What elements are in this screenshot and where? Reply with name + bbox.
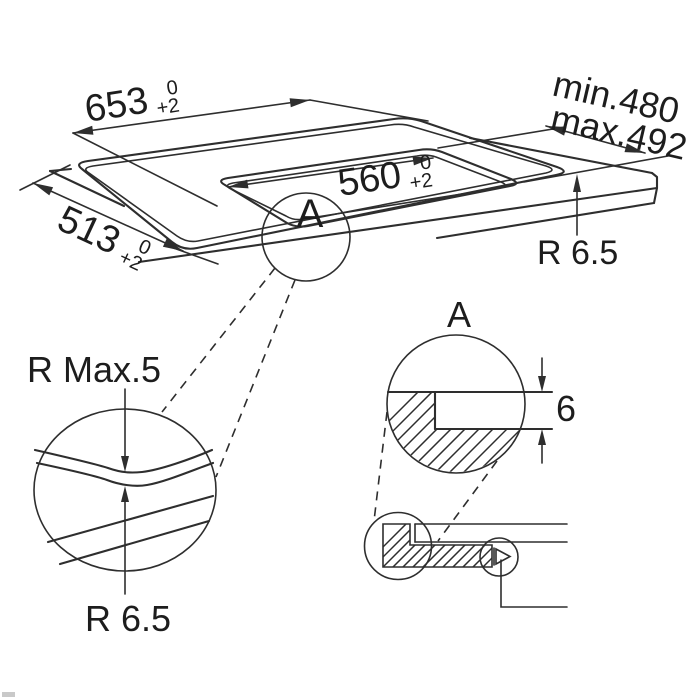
corner-radius-callout: R 6.5 bbox=[537, 174, 618, 272]
arrowhead-right bbox=[289, 98, 310, 108]
main-perspective-view: 653 0 +2 513 0 +2 560 0 bbox=[19, 63, 691, 478]
ext-line-back bbox=[437, 126, 566, 149]
leader-dash-left bbox=[161, 267, 276, 413]
glass-thickness-label: 6 bbox=[556, 388, 576, 429]
section-leader-dash-left bbox=[373, 411, 388, 522]
dim-6-arrow-up bbox=[538, 429, 546, 445]
ext-line-right bbox=[309, 99, 429, 122]
dimension-hob-width: 653 0 +2 bbox=[72, 77, 429, 207]
corner-radius-label: R 6.5 bbox=[537, 234, 618, 272]
section-a-letter: A bbox=[447, 294, 471, 335]
r-65-label: R 6.5 bbox=[85, 598, 171, 639]
dim-6-arrow-down bbox=[538, 376, 546, 392]
cutout-width-value: 560 bbox=[335, 154, 404, 205]
section-leader-dash-right bbox=[437, 460, 498, 542]
hob-width-value: 653 bbox=[82, 79, 151, 130]
arrowhead-left bbox=[546, 126, 567, 136]
r-max5-label: R Max.5 bbox=[27, 349, 161, 390]
worktop-bottom-edge bbox=[435, 201, 656, 240]
dimension-cutout-width: 560 0 +2 bbox=[227, 151, 434, 205]
reference-line bbox=[500, 559, 568, 608]
label-653: 653 0 +2 bbox=[82, 77, 181, 131]
arrowhead-bottom bbox=[162, 238, 183, 251]
dim-line bbox=[72, 99, 311, 134]
section-bubble bbox=[386, 334, 526, 474]
worktop-right-end-cap bbox=[650, 171, 659, 205]
zoom-bubble-small bbox=[479, 537, 519, 577]
hob-depth-value: 513 bbox=[51, 198, 126, 263]
installed-cross-section bbox=[363, 511, 568, 608]
ext-line-front bbox=[523, 155, 669, 183]
detail-a-letter: A bbox=[297, 192, 324, 236]
cutout-outer-edge bbox=[220, 148, 518, 228]
worktop-edge-line-2 bbox=[58, 519, 211, 566]
hob-edge-hatch bbox=[383, 524, 492, 567]
hob-width-tol-upper: 0 bbox=[165, 77, 179, 100]
arrowhead-up bbox=[573, 174, 581, 192]
ext-line-left bbox=[72, 132, 218, 207]
dimension-cutout-depth: min.480 max.492 bbox=[437, 63, 691, 183]
scan-artifact bbox=[2, 692, 15, 697]
arrowhead-up bbox=[121, 486, 129, 502]
dim-line bbox=[227, 157, 434, 188]
ext-line-back bbox=[19, 164, 71, 191]
label-560: 560 0 +2 bbox=[335, 151, 434, 205]
section-detail-a: A 6 bbox=[373, 294, 576, 542]
dimension-hob-depth: 513 0 +2 bbox=[19, 164, 219, 276]
worktop-front-edge bbox=[137, 186, 659, 264]
zoom-bubble-large bbox=[363, 511, 433, 581]
glass-inner-edge bbox=[85, 123, 553, 243]
hob-width-tol-lower: +2 bbox=[155, 94, 181, 119]
leader-dash-right bbox=[215, 279, 296, 478]
detail-marker-a: A bbox=[261, 192, 351, 282]
arrowhead-left bbox=[73, 125, 94, 135]
arrowhead-right bbox=[624, 143, 645, 153]
worktop-edge-line-1 bbox=[46, 494, 215, 544]
edge-radius-detail: R Max.5 R 6.5 bbox=[27, 349, 217, 639]
worktop-outline bbox=[48, 136, 659, 264]
dim-line bbox=[32, 182, 184, 252]
worktop-back-edge-right bbox=[468, 136, 654, 175]
arrowhead-down bbox=[121, 456, 129, 472]
worktop-left-edge bbox=[48, 169, 126, 208]
cutout-width-tol-lower: +2 bbox=[408, 169, 434, 194]
arrowhead-left bbox=[228, 179, 249, 189]
detail-a-circle bbox=[261, 192, 351, 282]
cutout-width-tol-upper: 0 bbox=[418, 151, 432, 174]
arrowhead-top bbox=[33, 183, 54, 196]
glass-edge-bottom-profile bbox=[35, 461, 215, 487]
seal-symbol-triangle bbox=[495, 547, 512, 566]
arrowhead-right bbox=[412, 156, 433, 166]
hob-glass-outline bbox=[78, 117, 565, 250]
glass-edge-top-profile bbox=[33, 448, 214, 474]
glass-outer-edge bbox=[78, 117, 565, 250]
hob-edge-profile-outline bbox=[382, 523, 493, 568]
